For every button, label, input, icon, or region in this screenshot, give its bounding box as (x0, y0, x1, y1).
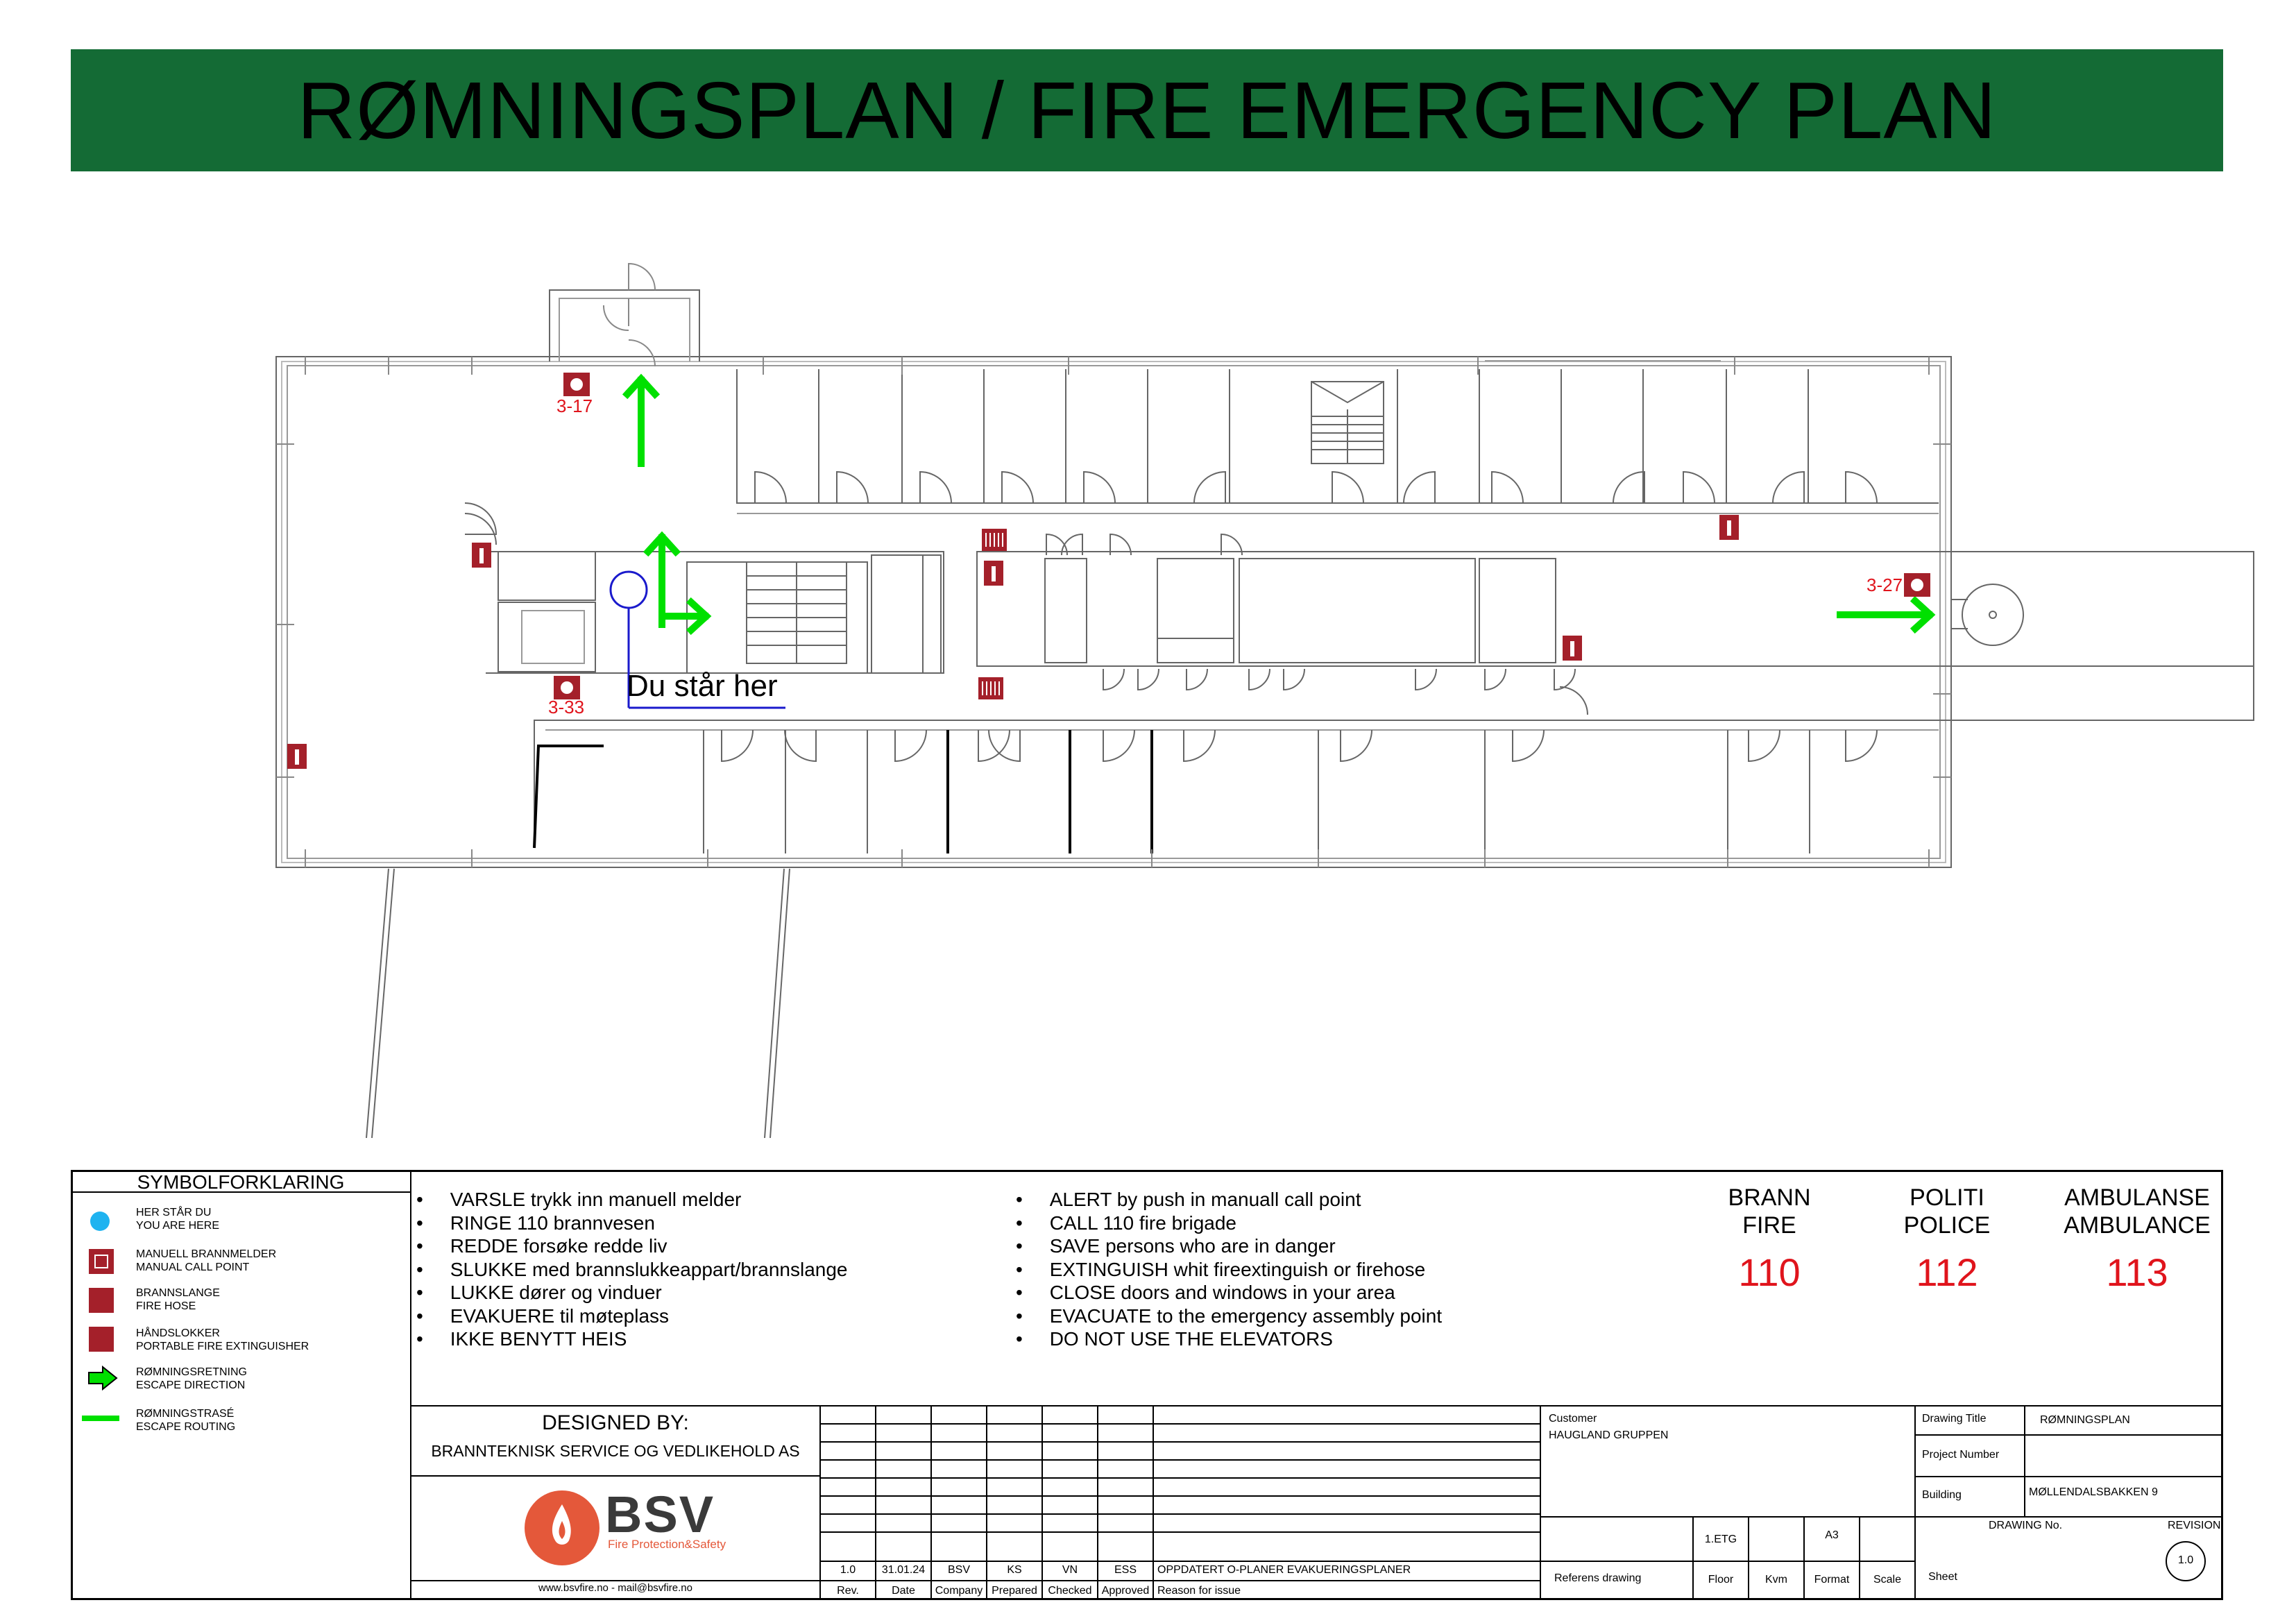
instruction-item: • REDDE forsøke redde liv (416, 1235, 667, 1257)
company-header: Company (935, 1585, 983, 1597)
reason-header: Reason for issue (1157, 1585, 1241, 1597)
revision-number: 1.0 (2177, 1554, 2194, 1566)
customer-label: Customer (1549, 1413, 1597, 1425)
bsv-logo-tagline: Fire Protection&Safety (608, 1538, 726, 1551)
approved-header: Approved (1101, 1585, 1150, 1597)
emergency-number: 112 (1916, 1250, 1978, 1294)
emergency-fire: BRANN FIRE 110 (1693, 1184, 1846, 1293)
instruction-item: • LUKKE dører og vinduer (416, 1282, 662, 1303)
escape-direction-arrow-icon (88, 1365, 118, 1391)
designer-company: BRANNTEKNISK SERVICE OG VEDLIKEHOLD AS (431, 1442, 800, 1460)
call-point-label: 3-27 (1866, 575, 1903, 595)
instruction-item: • EXTINGUISH whit fireextinguish or fire… (1016, 1258, 1426, 1280)
scale-label: Scale (1873, 1574, 1902, 1586)
project-number-label: Project Number (1922, 1449, 2000, 1461)
date-header: Date (892, 1585, 915, 1597)
rev-header: Rev. (837, 1585, 859, 1597)
title-banner: RØMNINGSPLAN / FIRE EMERGENCY PLAN (71, 49, 2223, 171)
revision-approved: ESS (1114, 1564, 1137, 1576)
revision-checked: VN (1062, 1564, 1078, 1576)
instruction-item: • IKKE BENYTT HEIS (416, 1328, 627, 1350)
revision-label: REVISION (2168, 1520, 2221, 1531)
instruction-item: • ALERT by push in manuall call point (1016, 1189, 1361, 1210)
revision-value: 1.0 (840, 1564, 856, 1576)
designer-contact: www.bsvfire.no - mail@bsvfire.no (538, 1582, 692, 1594)
revision-prepared: KS (1007, 1564, 1022, 1576)
legend-title-block (71, 1170, 2223, 1600)
manual-call-point-icon (563, 373, 590, 396)
instruction-item: • CALL 110 fire brigade (1016, 1212, 1236, 1234)
customer-value: HAUGLAND GRUPPEN (1549, 1429, 1669, 1441)
escape-routing-line-icon (82, 1416, 119, 1421)
call-point-label: 3-17 (556, 396, 593, 416)
call-point-label: 3-33 (548, 697, 585, 717)
checked-header: Checked (1048, 1585, 1092, 1597)
you-are-here-dot-icon (90, 1212, 110, 1231)
prepared-header: Prepared (992, 1585, 1037, 1597)
kvm-label: Kvm (1765, 1574, 1787, 1586)
floor-plan (275, 262, 2254, 1138)
instruction-item: • RINGE 110 brannvesen (416, 1212, 655, 1234)
floor-value: 1.ETG (1704, 1533, 1737, 1545)
instruction-item: • SAVE persons who are in danger (1016, 1235, 1336, 1257)
drawing-no-label: DRAWING No. (1989, 1520, 2063, 1531)
instruction-item: • DO NOT USE THE ELEVATORS (1016, 1328, 1333, 1350)
revision-date: 31.01.24 (881, 1564, 926, 1576)
instruction-item: • EVACUATE to the emergency assembly poi… (1016, 1305, 1443, 1327)
instruction-item: • VARSLE trykk inn manuell melder (416, 1189, 742, 1210)
format-label: Format (1814, 1574, 1850, 1586)
revision-company: BSV (947, 1564, 970, 1576)
manual-call-point-icon (89, 1249, 114, 1274)
fire-hose-icon (89, 1288, 114, 1313)
instruction-item: • SLUKKE med brannslukkeappart/brannslan… (416, 1258, 848, 1280)
instructions-norwegian: • VARSLE trykk inn manuell melder • RING… (416, 1188, 848, 1351)
floor-label: Floor (1708, 1574, 1734, 1586)
revision-reason: OPPDATERT O-PLANER EVAKUERINGSPLANER (1157, 1564, 1411, 1576)
designed-by-label: DESIGNED BY: (542, 1411, 689, 1434)
drawing-title-value: RØMNINGSPLAN (2040, 1414, 2130, 1426)
building-value: MØLLENDALSBAKKEN 9 (2029, 1486, 2158, 1498)
format-value: A3 (1825, 1529, 1839, 1541)
building-label: Building (1922, 1489, 1962, 1501)
instructions-english: • ALERT by push in manuall call point • … (1016, 1188, 1442, 1351)
you-are-here-label: Du står her (627, 669, 778, 703)
emergency-police: POLITI POLICE 112 (1871, 1184, 2023, 1293)
drawing-title-label: Drawing Title (1922, 1413, 1987, 1425)
sheet-label: Sheet (1928, 1571, 1957, 1583)
instruction-item: • CLOSE doors and windows in your area (1016, 1282, 1395, 1303)
manual-call-point-icon (1904, 573, 1930, 597)
instruction-item: • EVAKUERE til møteplass (416, 1305, 670, 1327)
emergency-ambulance: AMBULANSE AMBULANCE 113 (2040, 1184, 2234, 1293)
manual-call-point-icon (554, 676, 580, 699)
fire-hose-icon (978, 677, 1003, 699)
bsv-logo-icon (525, 1490, 599, 1565)
emergency-number: 110 (1738, 1250, 1801, 1294)
fire-extinguisher-icon (89, 1327, 114, 1352)
legend-title: SYMBOLFORKLARING (137, 1171, 345, 1193)
fire-hose-icon (982, 529, 1007, 551)
emergency-number: 113 (2106, 1250, 2168, 1294)
bsv-logo-text: BSV (605, 1486, 715, 1543)
page-title: RØMNINGSPLAN / FIRE EMERGENCY PLAN (297, 65, 1997, 155)
referens-drawing-label: Referens drawing (1554, 1572, 1642, 1584)
